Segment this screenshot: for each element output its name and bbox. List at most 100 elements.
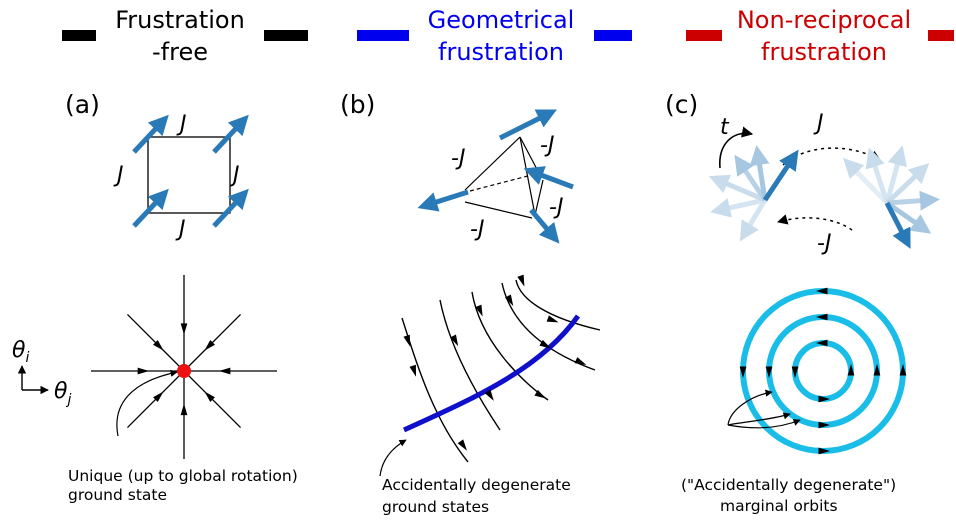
coupling-label: J — [176, 112, 187, 137]
panel-c-pair: t J -J — [708, 111, 940, 256]
coupling-label: J — [813, 111, 824, 136]
header-bar-left — [62, 30, 96, 41]
flow-line — [501, 282, 596, 371]
orbit-arrowhead — [847, 364, 855, 376]
bond — [519, 136, 541, 176]
header-bar-left — [686, 30, 722, 41]
flow-arrowhead — [574, 357, 587, 365]
header-b-line1: Geometrical — [428, 6, 575, 34]
flow-arrowhead — [409, 364, 417, 377]
orbit-arrowhead — [765, 366, 773, 378]
caption-b-line1: Accidentally degenerate — [382, 476, 571, 494]
panel-a-lattice: J J J J — [113, 112, 249, 242]
ghost-spin — [749, 145, 770, 201]
axis-label-theta-j: θj — [54, 379, 71, 408]
ghost-spin — [708, 174, 766, 203]
flow-arrowhead — [534, 389, 547, 399]
coupling-label: -J — [817, 231, 831, 256]
header-bar-right — [264, 30, 308, 41]
spin-arrow — [762, 149, 799, 202]
flow-arrowhead — [449, 334, 459, 347]
caption-c-line2: marginal orbits — [720, 497, 838, 515]
flow-line — [439, 299, 501, 431]
panel-b-lattice: -J -J -J -J — [417, 109, 574, 244]
square-bonds — [147, 136, 231, 214]
orbit-arrowhead — [791, 366, 799, 378]
spin-arrow — [884, 201, 911, 249]
header-frustration-free: Frustration -free — [62, 6, 308, 66]
orbit — [766, 314, 880, 428]
dashed-bond — [469, 171, 544, 192]
flow-arrowhead — [180, 403, 188, 416]
spin-arrow — [529, 208, 560, 244]
flow-arrowhead — [218, 367, 231, 375]
header-nonreciprocal-frustration: Non-reciprocal frustration — [686, 6, 954, 66]
flow-arrowhead — [475, 304, 483, 317]
header-bar-left — [357, 30, 409, 41]
ghost-spin — [865, 147, 890, 204]
pointer-arrow — [727, 412, 791, 426]
caption-c-line1: ("Accidentally degenerate") — [681, 476, 896, 494]
coupling-label: -J — [549, 195, 563, 220]
panel-label-c: (c) — [665, 90, 698, 119]
flow-arrowhead — [153, 340, 164, 351]
orbit — [792, 340, 854, 402]
header-a-line2: -free — [152, 38, 208, 66]
flow-arrowhead — [504, 294, 514, 307]
flow-arrowhead — [484, 389, 494, 401]
ghost-spin — [710, 197, 766, 218]
flow-arrowhead — [539, 339, 552, 349]
caption-a-line1: Unique (up to global rotation) — [68, 467, 298, 485]
ghost-spin — [734, 154, 768, 202]
orbit-arrowhead — [816, 339, 828, 347]
flow-arrowhead — [546, 315, 559, 323]
ghost-spin — [884, 145, 908, 204]
header-bar-right — [928, 30, 954, 41]
time-arrow — [719, 126, 754, 169]
ghost-spin — [885, 163, 930, 205]
ghost-spin — [843, 157, 889, 205]
bond — [464, 201, 533, 219]
bond — [464, 136, 521, 191]
pointer-arrow — [727, 389, 773, 426]
pointer-arrow — [116, 369, 178, 437]
coupling-label: J — [229, 163, 240, 188]
orbit-arrowhead — [818, 395, 830, 403]
coupling-arrow — [782, 147, 881, 166]
flow-arrowhead — [204, 391, 215, 402]
spin-cone-right — [843, 145, 940, 249]
orbit-arrowhead — [873, 364, 881, 376]
spin-arrow — [212, 114, 249, 154]
panel-label-a: (a) — [65, 90, 100, 119]
header-geometrical-frustration: Geometrical frustration — [357, 6, 632, 66]
spin-arrow — [132, 114, 169, 154]
fixed-point — [177, 364, 191, 378]
spin-arrow — [132, 188, 169, 228]
orbit-arrowhead — [816, 287, 828, 295]
flow-line — [401, 317, 469, 463]
panel-b-phase-portrait — [379, 274, 601, 477]
caption-b-line2: ground states — [382, 498, 489, 516]
panel-label-b: (b) — [340, 90, 375, 119]
coupling-label: -J — [451, 146, 465, 171]
flow-spokes — [91, 275, 277, 459]
spin-arrow — [498, 109, 557, 141]
flow-arrowhead — [153, 391, 164, 402]
flow-arrowhead — [180, 323, 188, 335]
flow-arrowhead — [517, 274, 525, 287]
flow-arrows — [403, 274, 587, 451]
orbit-arrows — [739, 287, 907, 455]
spin-arrow — [417, 189, 469, 212]
ghost-spin — [739, 198, 768, 242]
flow-arrowhead — [457, 439, 468, 451]
orbit-arrowhead — [899, 364, 907, 376]
coupling-arrow — [776, 214, 853, 231]
flow-line — [471, 291, 549, 401]
time-label: t — [720, 115, 730, 140]
pointer-arrow — [379, 439, 407, 477]
panel-c-phase-portrait — [727, 287, 907, 455]
ghost-spin — [886, 190, 940, 211]
header-a-line1: Frustration — [115, 6, 245, 34]
